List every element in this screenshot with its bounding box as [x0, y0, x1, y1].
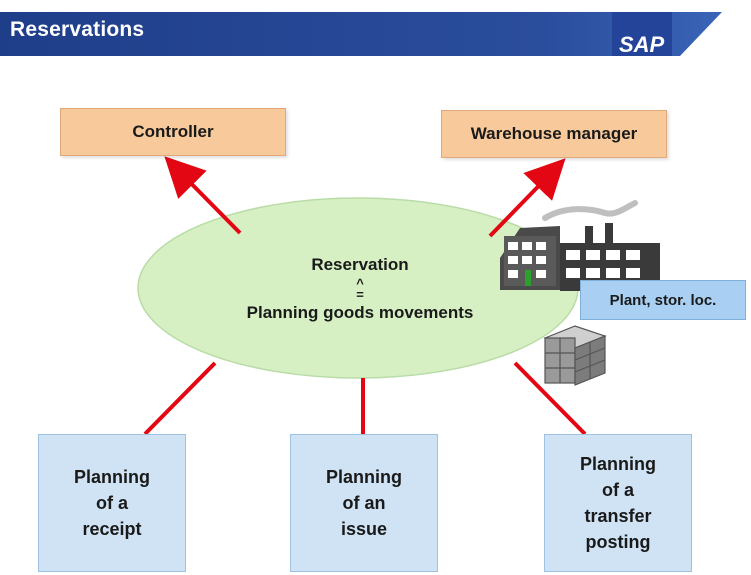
warehouse-manager-box: Warehouse manager [441, 110, 667, 158]
controller-label: Controller [132, 122, 214, 141]
arrow-to-controller [164, 156, 242, 235]
arrow-to-warehouse [488, 158, 566, 238]
storage-shelf-icon [543, 325, 607, 386]
issue-line-3: issue [340, 519, 388, 539]
transfer-line-1: Planning [580, 454, 656, 474]
slide-header: Reservations SAP [0, 0, 751, 58]
receipt-line-1: Planning [74, 467, 150, 487]
transfer-line-4: posting [585, 532, 651, 552]
title-bar [0, 12, 722, 56]
sap-logo: SAP [619, 32, 665, 57]
planning-goods-movements: Planning goods movements [246, 303, 474, 322]
plant-storage-location-label: Plant, stor. loc. [580, 280, 746, 320]
controller-box: Controller [60, 108, 286, 156]
reservation-text: Reservation ^ = Planning goods movements [200, 252, 520, 326]
issue-line-2: of an [342, 493, 386, 513]
transfer-line-3: transfer [584, 506, 652, 526]
transfer-line-2: of a [601, 480, 634, 500]
warehouse-manager-label: Warehouse manager [470, 124, 638, 143]
page-title: Reservations [10, 18, 145, 41]
planning-issue-box: Planning of an issue [290, 434, 438, 572]
receipt-line-3: receipt [82, 519, 142, 539]
planning-transfer-posting-box: Planning of a transfer posting [544, 434, 692, 572]
reservation-title: Reservation [311, 255, 409, 274]
title-bar-shape [0, 12, 722, 56]
factory-icon [500, 200, 660, 291]
receipt-line-2: of a [95, 493, 128, 513]
line-to-receipt [143, 361, 217, 436]
diagram-canvas: Controller Warehouse manager Reservation… [0, 58, 751, 575]
issue-line-1: Planning [326, 467, 402, 487]
corresponds-symbol: ^ = [356, 276, 364, 302]
line-to-transfer [513, 361, 587, 436]
diagram-graphics [137, 156, 660, 436]
planning-receipt-box: Planning of a receipt [38, 434, 186, 572]
